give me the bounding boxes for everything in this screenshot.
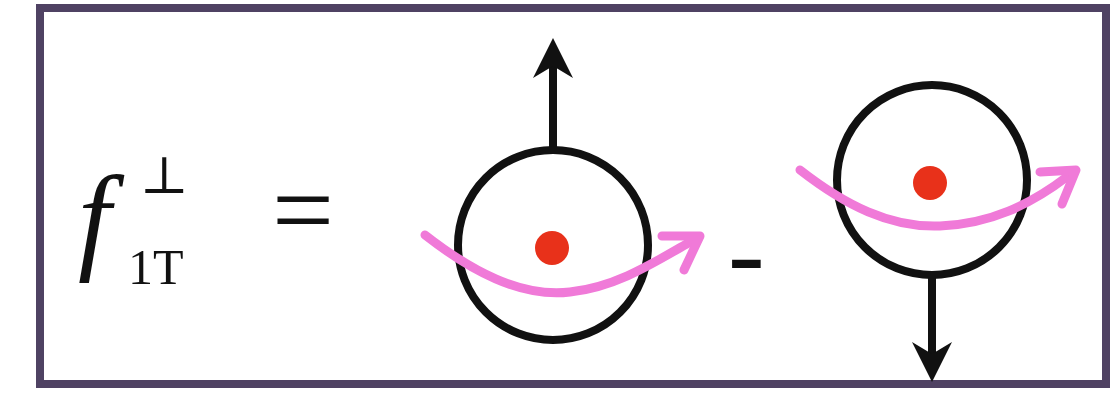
quark-dot	[535, 231, 569, 265]
nucleon-circle	[837, 85, 1027, 275]
orbit-arrow	[800, 170, 1068, 226]
spin-arrow-up	[549, 58, 557, 150]
equals-sign: =	[272, 155, 334, 265]
subscript: 1T	[128, 242, 184, 292]
superscript: ⊥	[140, 150, 189, 202]
orbit-arrowhead	[1040, 170, 1076, 204]
function-symbol: f	[78, 160, 111, 278]
frame-border	[40, 8, 1106, 384]
orbit-arrowhead	[662, 236, 700, 270]
nucleon-circle	[458, 150, 648, 340]
minus-sign: -	[728, 198, 765, 308]
quark-dot	[913, 166, 947, 200]
orbit-arrow	[425, 235, 690, 293]
spin-arrow-down	[928, 275, 936, 362]
